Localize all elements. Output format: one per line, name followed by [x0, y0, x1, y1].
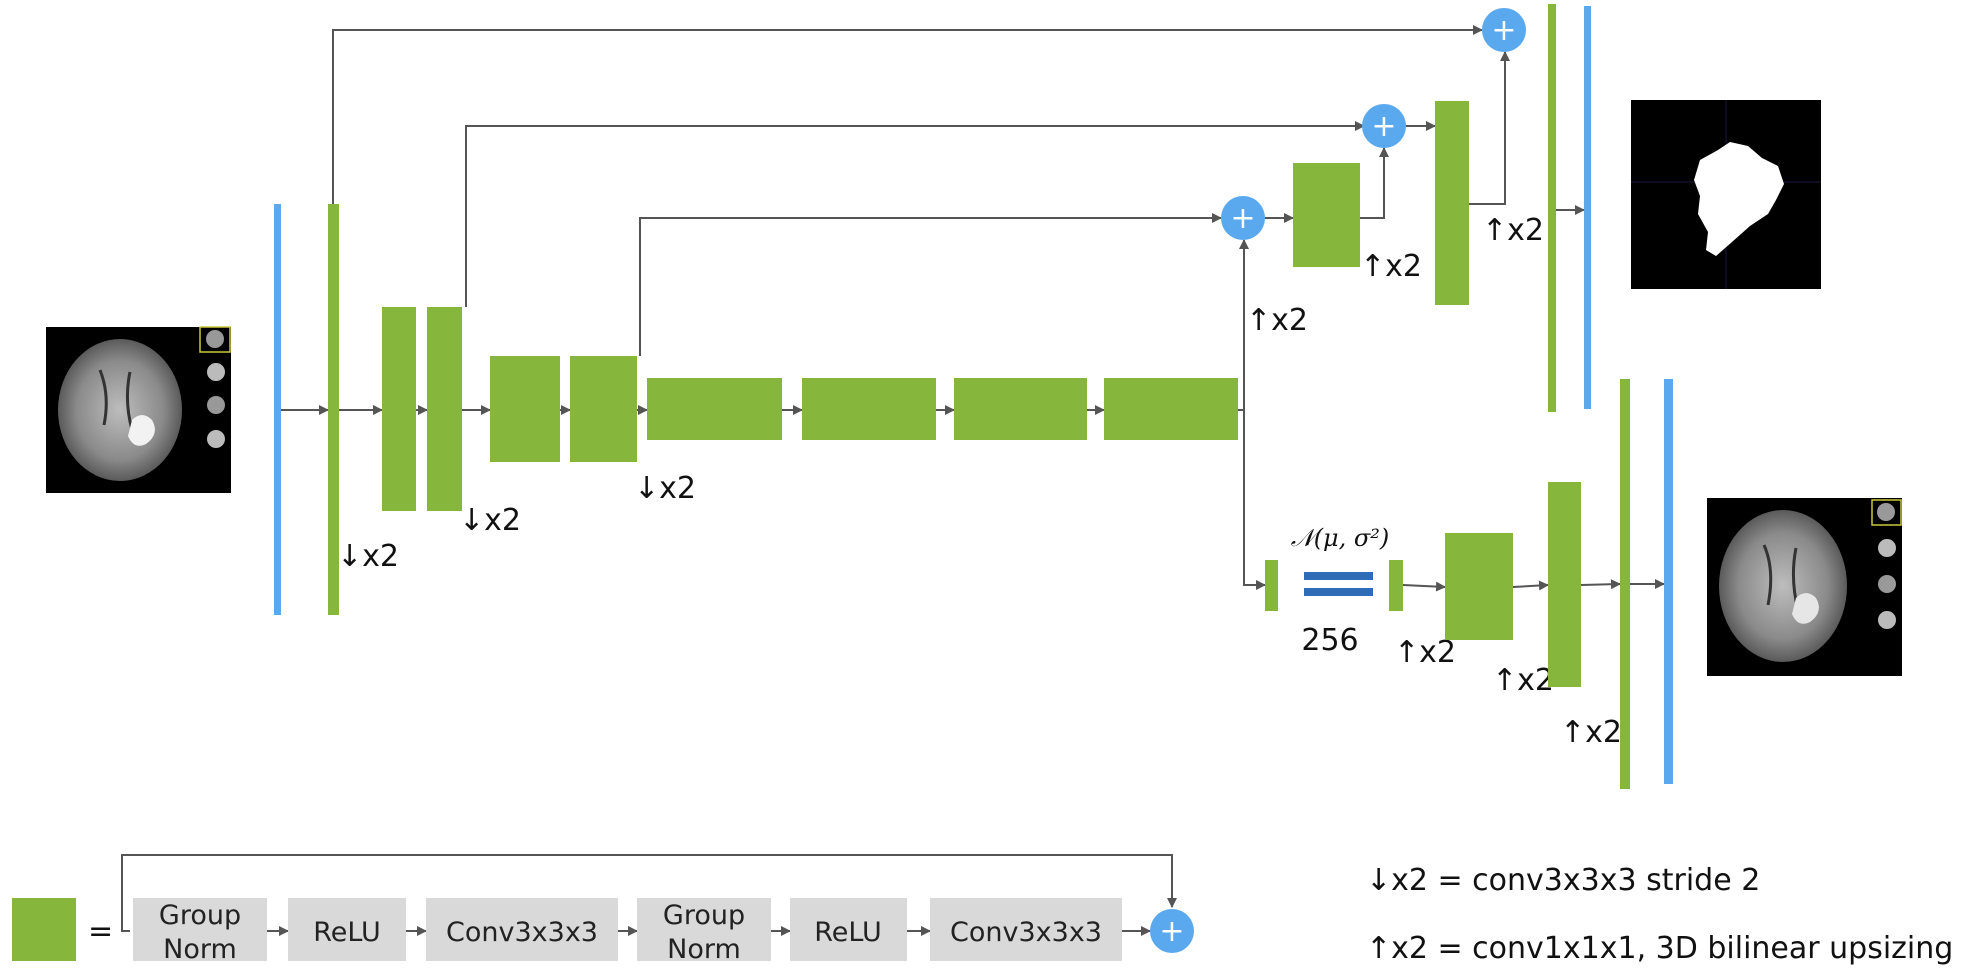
- svg-text:ReLU: ReLU: [814, 917, 882, 948]
- vae-branch: 𝒩(μ, σ²) 256 ↑x2 ↑x2 ↑x2: [1243, 379, 1673, 789]
- legend-downsample-definition: ↓x2 = conv3x3x3 stride 2: [1366, 863, 1760, 898]
- encoder-block-3b: [570, 356, 637, 462]
- decoder-block-2: [1435, 101, 1469, 305]
- vae-upsample-label-2: ↑x2: [1492, 663, 1554, 698]
- downsample-label-1: ↓x2: [337, 539, 399, 574]
- legend: = Group Norm ReLU Conv3x3x3 Group Norm R…: [12, 854, 1953, 966]
- svg-text:Group: Group: [663, 900, 745, 931]
- legend-green-block: [12, 898, 76, 961]
- svg-text:ReLU: ReLU: [313, 917, 381, 948]
- vae-encoder-block: [1265, 560, 1278, 611]
- encoder-block-4a: [647, 378, 782, 440]
- reconstruction-output-bar: [1664, 379, 1673, 784]
- svg-text:+: +: [1491, 13, 1516, 48]
- reconstruction-output: [1707, 498, 1902, 676]
- latent-size-label: 256: [1301, 623, 1358, 658]
- latent-variance-bar: [1304, 588, 1373, 596]
- decoder-block-3: [1548, 4, 1556, 412]
- decoder: ↑x2 + ↑x2 + ↑x2 +: [1221, 4, 1591, 412]
- encoder-block-1: [328, 204, 339, 615]
- svg-text:+: +: [1371, 109, 1396, 144]
- segmentation-output: [1631, 100, 1821, 289]
- upsample-label-1: ↑x2: [1246, 303, 1308, 338]
- input-image: [46, 326, 231, 493]
- encoder-block-4d: [1104, 378, 1238, 440]
- vae-upsample-label-1: ↑x2: [1394, 635, 1456, 670]
- vae-decoder-block-1: [1445, 533, 1513, 640]
- plus-icon: [1221, 196, 1265, 240]
- svg-text:Conv3x3x3: Conv3x3x3: [446, 917, 598, 948]
- brain-mri-icon: [58, 339, 182, 481]
- upsample-label-2: ↑x2: [1360, 249, 1422, 284]
- input-channel-bar: [274, 204, 281, 615]
- svg-text:Group: Group: [159, 900, 241, 931]
- plus-icon: [1482, 8, 1526, 52]
- vae-upsample-label-3: ↑x2: [1560, 715, 1622, 750]
- encoder-block-2b: [427, 307, 462, 511]
- svg-text:Norm: Norm: [667, 934, 741, 965]
- vae-decoder-block-2: [1548, 482, 1581, 687]
- encoder: ↓x2 ↓x2 ↓x2: [274, 204, 1244, 615]
- encoder-block-4b: [802, 378, 936, 440]
- legend-block-conv-1: [426, 898, 618, 961]
- legend-block-group-norm-1: [133, 898, 267, 961]
- downsample-label-2: ↓x2: [459, 503, 521, 538]
- legend-block-relu-1: [288, 898, 406, 961]
- latent-distribution-label: 𝒩(μ, σ²): [1291, 524, 1390, 552]
- brain-mri-icon: [1719, 510, 1847, 662]
- legend-upsample-definition: ↑x2 = conv1x1x1, 3D bilinear upsizing: [1366, 931, 1953, 966]
- latent-mean-bar: [1304, 572, 1373, 580]
- segmentation-output-bar: [1584, 6, 1591, 409]
- legend-block-relu-2: [790, 898, 907, 961]
- legend-block-group-norm-2: [637, 898, 771, 961]
- vae-decoder-block-3: [1620, 379, 1630, 789]
- encoder-block-2a: [382, 307, 416, 511]
- encoder-block-4c: [954, 378, 1087, 440]
- svg-text:Conv3x3x3: Conv3x3x3: [950, 917, 1102, 948]
- tumor-mask-icon: [1694, 142, 1784, 256]
- upsample-label-3: ↑x2: [1482, 213, 1544, 248]
- legend-block-conv-2: [930, 898, 1122, 961]
- svg-text:Norm: Norm: [163, 934, 237, 965]
- encoder-block-3a: [490, 356, 560, 462]
- downsample-label-3: ↓x2: [634, 471, 696, 506]
- svg-text:+: +: [1230, 201, 1255, 236]
- plus-icon: [1150, 909, 1194, 953]
- decoder-block-1: [1293, 163, 1360, 267]
- vae-latent-block: [1389, 560, 1403, 611]
- svg-text:+: +: [1159, 914, 1184, 949]
- plus-icon: [1362, 104, 1406, 148]
- legend-equals: =: [88, 914, 113, 949]
- skip-connections: [332, 25, 1483, 356]
- tumor-region: [128, 415, 155, 446]
